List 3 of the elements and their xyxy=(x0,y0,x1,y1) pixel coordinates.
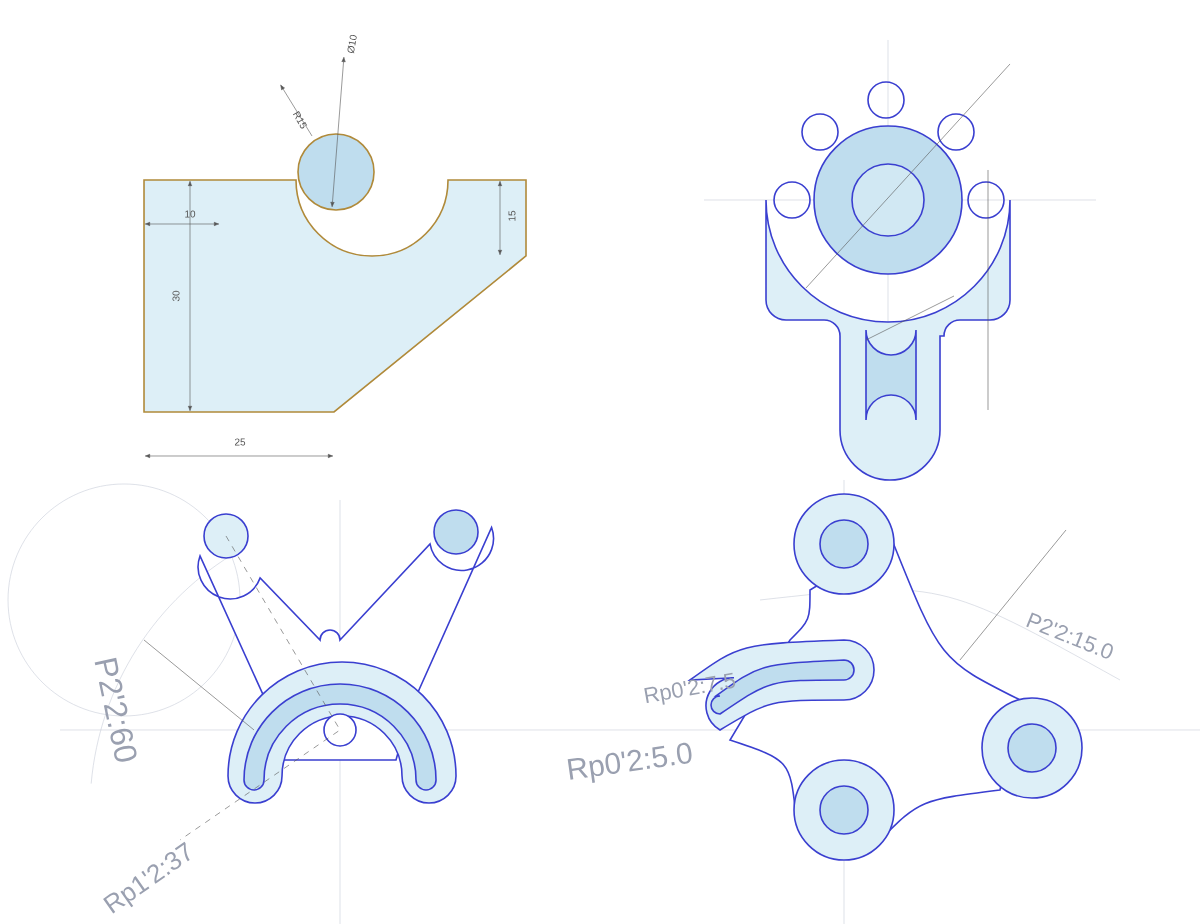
dimension-text: Rp0'2:7.5 xyxy=(644,672,736,705)
dimension-text: P2'2:60 xyxy=(94,657,137,762)
dimension-text: Rp0'2:5.0 xyxy=(567,742,692,783)
